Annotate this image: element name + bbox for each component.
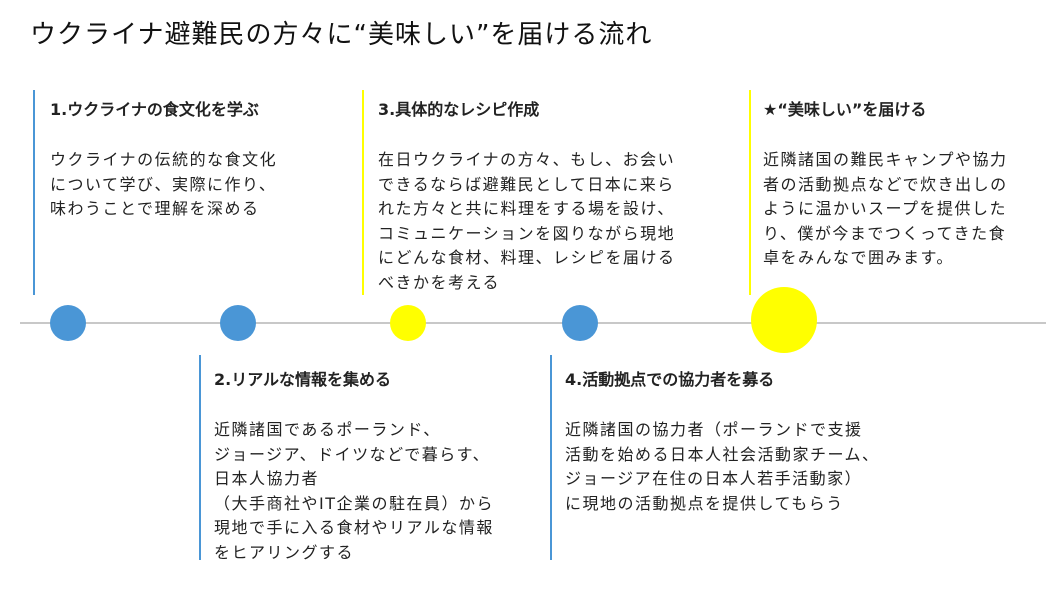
step-heading: 4.活動拠点での協力者を募る xyxy=(565,370,775,389)
step-text: できるならば避難民として日本に来ら xyxy=(378,174,675,194)
step-text: 現地で手に入る食材やリアルな情報 xyxy=(214,518,494,537)
step-text: ジョージア、ドイツなどで暮らす、 xyxy=(214,444,491,464)
step-text: をヒアリングする xyxy=(214,542,355,562)
step-text: コミュニケーションを図りながら現地 xyxy=(378,223,676,243)
step-text: について学び、実際に作り、 xyxy=(50,174,277,194)
timeline-dot-step-1 xyxy=(50,305,86,341)
step-text: べきかを考える xyxy=(378,272,501,292)
step-text: り、僕が今までつくってきた食 xyxy=(763,223,1007,243)
step-text: 活動を始める日本人社会活動家チーム、 xyxy=(565,444,880,464)
step-1: 1.ウクライナの食文化を学ぶ ウクライナの伝統的な食文化 について学び、実際に作… xyxy=(50,96,277,222)
step-text: 近隣諸国の難民キャンプや協力 xyxy=(763,150,1008,169)
step-text: 卓をみんなで囲みます。 xyxy=(763,248,954,267)
timeline-dot-step-3 xyxy=(390,305,426,341)
connector-step-2 xyxy=(199,355,201,560)
timeline-dot-step-4 xyxy=(562,305,598,341)
step-heading: 1.ウクライナの食文化を学ぶ xyxy=(50,100,259,119)
step-text: ように温かいスープを提供した xyxy=(763,199,1008,218)
timeline-dot-step-2 xyxy=(220,305,256,341)
step-text: 者の活動拠点などで炊き出しの xyxy=(763,174,1008,194)
step-4: 4.活動拠点での協力者を募る 近隣諸国の協力者（ポーランドで支援 活動を始める日… xyxy=(565,366,880,516)
timeline-axis xyxy=(20,322,1046,324)
connector-step-1 xyxy=(33,90,35,295)
step-heading: 3.具体的なレシピ作成 xyxy=(378,100,540,119)
step-text: ジョージア在住の日本人若手活動家） xyxy=(565,469,863,488)
step-text: に現地の活動拠点を提供してもらう xyxy=(565,493,844,513)
step-text: 近隣諸国の協力者（ポーランドで支援 xyxy=(565,420,863,439)
connector-step-3 xyxy=(362,90,364,295)
step-text: 日本人協力者 xyxy=(214,469,320,488)
page-title: ウクライナ避難民の方々に“美味しい”を届ける流れ xyxy=(30,20,653,50)
step-text: 近隣諸国であるポーランド、 xyxy=(214,420,441,439)
step-text: にどんな食材、料理、レシピを届ける xyxy=(378,248,676,267)
step-heading: 2.リアルな情報を集める xyxy=(214,370,392,389)
step-goal: ★“美味しい”を届ける 近隣諸国の難民キャンプや協力 者の活動拠点などで炊き出し… xyxy=(763,96,1008,271)
connector-step-4 xyxy=(550,355,552,560)
timeline-dot-goal xyxy=(751,287,817,353)
step-text: 味わうことで理解を深める xyxy=(50,199,260,218)
connector-goal xyxy=(749,90,751,295)
step-text: 在日ウクライナの方々、もし、お会い xyxy=(378,150,676,169)
step-text: れた方々と共に料理をする場を設け、 xyxy=(378,199,675,218)
step-2: 2.リアルな情報を集める 近隣諸国であるポーランド、 ジョージア、ドイツなどで暮… xyxy=(214,366,494,565)
step-3: 3.具体的なレシピ作成 在日ウクライナの方々、もし、お会い できるならば避難民と… xyxy=(378,96,676,295)
step-text: ウクライナの伝統的な食文化 xyxy=(50,150,278,169)
step-heading: ★“美味しい”を届ける xyxy=(763,100,927,119)
step-text: （大手商社やIT企業の駐在員）から xyxy=(214,493,494,513)
